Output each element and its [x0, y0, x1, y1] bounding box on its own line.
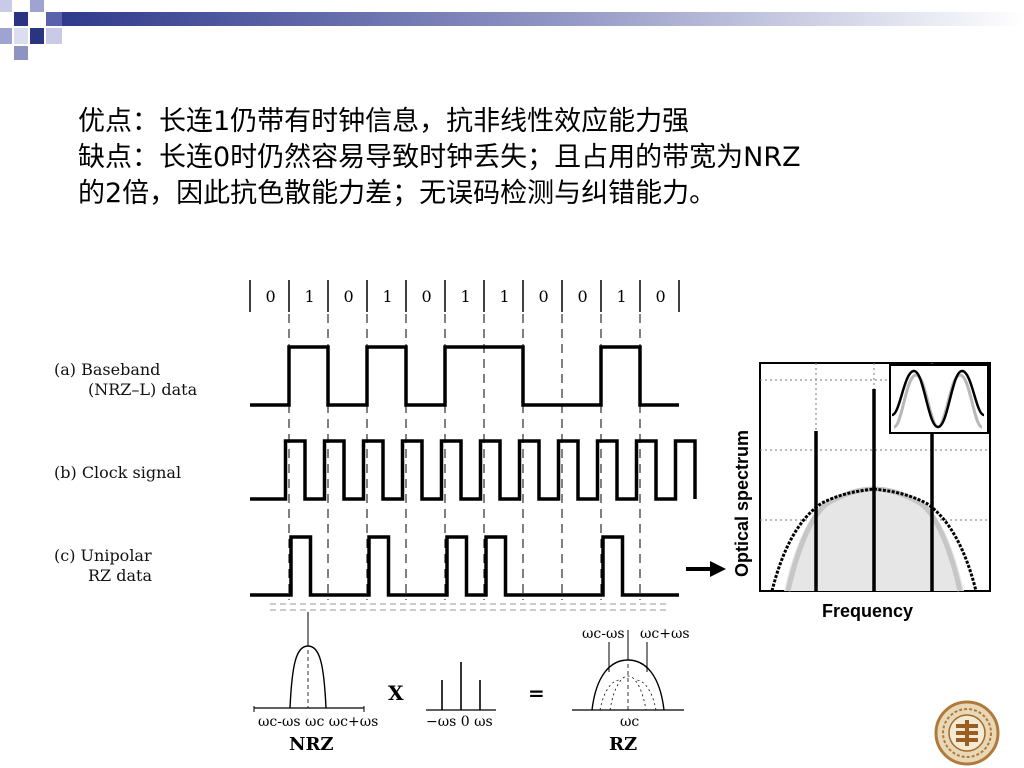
bit-label: 1	[500, 287, 510, 306]
rz-top-left-label: ωc-ωs	[582, 626, 625, 642]
clock-spectrum-diagram	[426, 662, 496, 711]
nrz-spectrum-diagram	[253, 612, 365, 712]
bit-label: 1	[305, 287, 315, 306]
arrow-right-icon	[686, 561, 726, 577]
bit-label: 0	[578, 287, 588, 306]
bit-label: 1	[461, 287, 471, 306]
label-a-line2: (NRZ–L) data	[88, 380, 198, 399]
bit-label: 0	[422, 287, 432, 306]
label-c-line1: (c) Unipolar	[54, 546, 152, 565]
optical-spectrum-plot: Optical spectrum Frequency	[732, 362, 991, 621]
clock-waveform	[250, 439, 697, 501]
clock-axis-label: −ωs 0 ωs	[426, 714, 493, 730]
rz-label: RZ	[609, 734, 637, 755]
rz-axis-label: ωc	[620, 714, 639, 730]
nrz-axis-label: ωc-ωs ωc ωc+ωs	[258, 714, 378, 730]
bit-label: 0	[656, 287, 666, 306]
times-symbol: X	[388, 681, 404, 705]
rz-spectrum-diagram	[572, 630, 684, 711]
bit-label: 1	[383, 287, 393, 306]
label-b: (b) Clock signal	[54, 463, 182, 482]
label-c-line2: RZ data	[88, 566, 152, 585]
label-a-line1: (a) Baseband	[54, 360, 161, 379]
disadvantage-line-2: 的2倍，因此抗色散能力差；无误码检测与纠错能力。	[78, 178, 717, 209]
equals-symbol: =	[528, 681, 545, 705]
university-seal-logo	[934, 700, 1000, 766]
label-a: (a) Baseband (NRZ–L) data	[54, 360, 197, 400]
bit-label: 1	[617, 287, 627, 306]
disadvantage-line-1: 缺点：长连0时仍然容易导致时钟丢失；且占用的带宽为NRZ	[78, 142, 801, 173]
label-c: (c) Unipolar RZ data	[54, 546, 152, 586]
advantage-line: 优点：长连1仍带有时钟信息，抗非线性效应能力强	[78, 106, 690, 137]
rz-top-right-label: ωc+ωs	[640, 626, 690, 642]
slide-body-text: 优点：长连1仍带有时钟信息，抗非线性效应能力强 缺点：长连0时仍然容易导致时钟丢…	[78, 104, 801, 212]
slide-header-decoration	[0, 0, 1024, 60]
spectrum-y-label: Optical spectrum	[732, 430, 752, 577]
bit-label: 0	[344, 287, 354, 306]
rz-waveform	[250, 535, 679, 597]
spectrum-x-label: Frequency	[822, 601, 913, 621]
nrz-waveform	[250, 345, 679, 407]
bit-label: 0	[266, 287, 276, 306]
nrz-label: NRZ	[289, 734, 334, 755]
bit-label: 0	[539, 287, 549, 306]
